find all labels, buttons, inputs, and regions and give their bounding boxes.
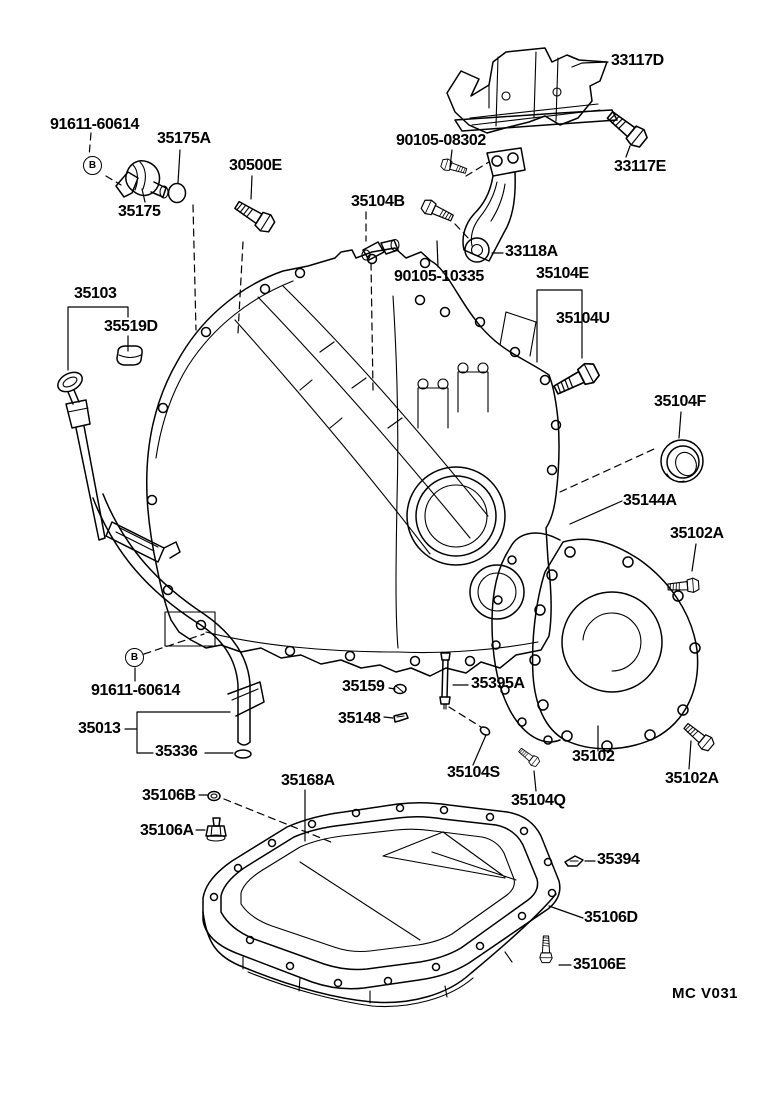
clip-35394 — [564, 855, 584, 867]
ring-35336 — [234, 749, 252, 759]
part-label-35159: 35159 — [342, 678, 385, 695]
part-label-30500E: 30500E — [229, 157, 282, 174]
part-label-35175A: 35175A — [157, 130, 211, 147]
part-label-35106A: 35106A — [140, 822, 194, 839]
bolt-90105-10335 — [419, 197, 456, 226]
part-label-35104Q: 35104Q — [511, 792, 566, 809]
bolt-35104U — [550, 359, 602, 401]
part-label-35104S: 35104S — [447, 764, 500, 781]
part-label-35104B: 35104B — [351, 193, 405, 210]
part-label-35144A: 35144A — [623, 492, 677, 509]
heat-shield-33117D — [446, 47, 618, 134]
part-label-35104F: 35104F — [654, 393, 706, 410]
part-label-35106D: 35106D — [584, 909, 638, 926]
leader-lines — [67, 61, 697, 966]
part-label-35394: 35394 — [597, 851, 640, 868]
oil-pan-35168A — [202, 801, 561, 1008]
o-ring-35175A — [167, 182, 187, 204]
circled-b-symbol-bottom: B — [125, 648, 144, 667]
part-label-33118A: 33118A — [505, 243, 558, 260]
part-label-35104E: 35104E — [536, 265, 589, 282]
part-label-35102: 35102 — [572, 748, 615, 765]
part-label-90105-08302: 90105-08302 — [396, 132, 486, 149]
part-label-35175: 35175 — [118, 203, 161, 220]
pin-35395A — [439, 652, 451, 710]
part-label-35336: 35336 — [155, 743, 198, 760]
bolt-33117E — [602, 106, 651, 151]
bolt-35104Q — [516, 745, 542, 769]
part-label-35168A: 35168A — [281, 772, 335, 789]
part-label-33117D: 33117D — [611, 52, 664, 69]
circled-b-symbol-top: B — [83, 156, 102, 175]
speed-sensor-35175 — [115, 160, 169, 199]
clip-35159 — [393, 683, 407, 695]
part-label-35148: 35148 — [338, 710, 381, 727]
dipstick-35103 — [57, 371, 106, 541]
pin-35104S — [479, 726, 491, 736]
part-label-35106B: 35106B — [142, 787, 196, 804]
part-label-35103: 35103 — [74, 285, 117, 302]
part-label-33117E: 33117E — [614, 158, 666, 175]
cap-35519D — [116, 345, 143, 366]
part-label-35102A-upper: 35102A — [670, 525, 724, 542]
part-label-35106E: 35106E — [573, 956, 626, 973]
part-label-91611-60614-top: 91611-60614 — [50, 116, 140, 133]
bolt-90105-08302 — [439, 157, 469, 178]
grommet-35106B — [207, 790, 221, 802]
transaxle-housing — [146, 247, 562, 677]
part-label-35395A: 35395A — [471, 675, 525, 692]
part-label-35102A-lower: 35102A — [665, 770, 719, 787]
clip-35148 — [393, 712, 409, 723]
part-label-35104U: 35104U — [556, 310, 610, 327]
filler-tube-35013 — [92, 493, 265, 746]
part-label-35519D: 35519D — [104, 318, 158, 335]
part-label-91611-60614-bottom: 91611-60614 — [91, 682, 181, 699]
bracket-33118A — [462, 147, 526, 263]
case-cover-35102 — [529, 538, 701, 752]
bolt-35106E — [539, 935, 553, 964]
gasket-35144A — [491, 532, 561, 745]
drain-plug-35106A — [205, 817, 227, 842]
bolt-35102A-lower — [680, 719, 717, 754]
bolt-30500E — [231, 196, 278, 236]
part-label-90105-10335: 90105-10335 — [394, 268, 484, 285]
part-label-35013: 35013 — [78, 720, 121, 737]
diagram-code: MC V031 — [672, 985, 739, 1002]
oil-seal-35104F — [660, 439, 704, 483]
